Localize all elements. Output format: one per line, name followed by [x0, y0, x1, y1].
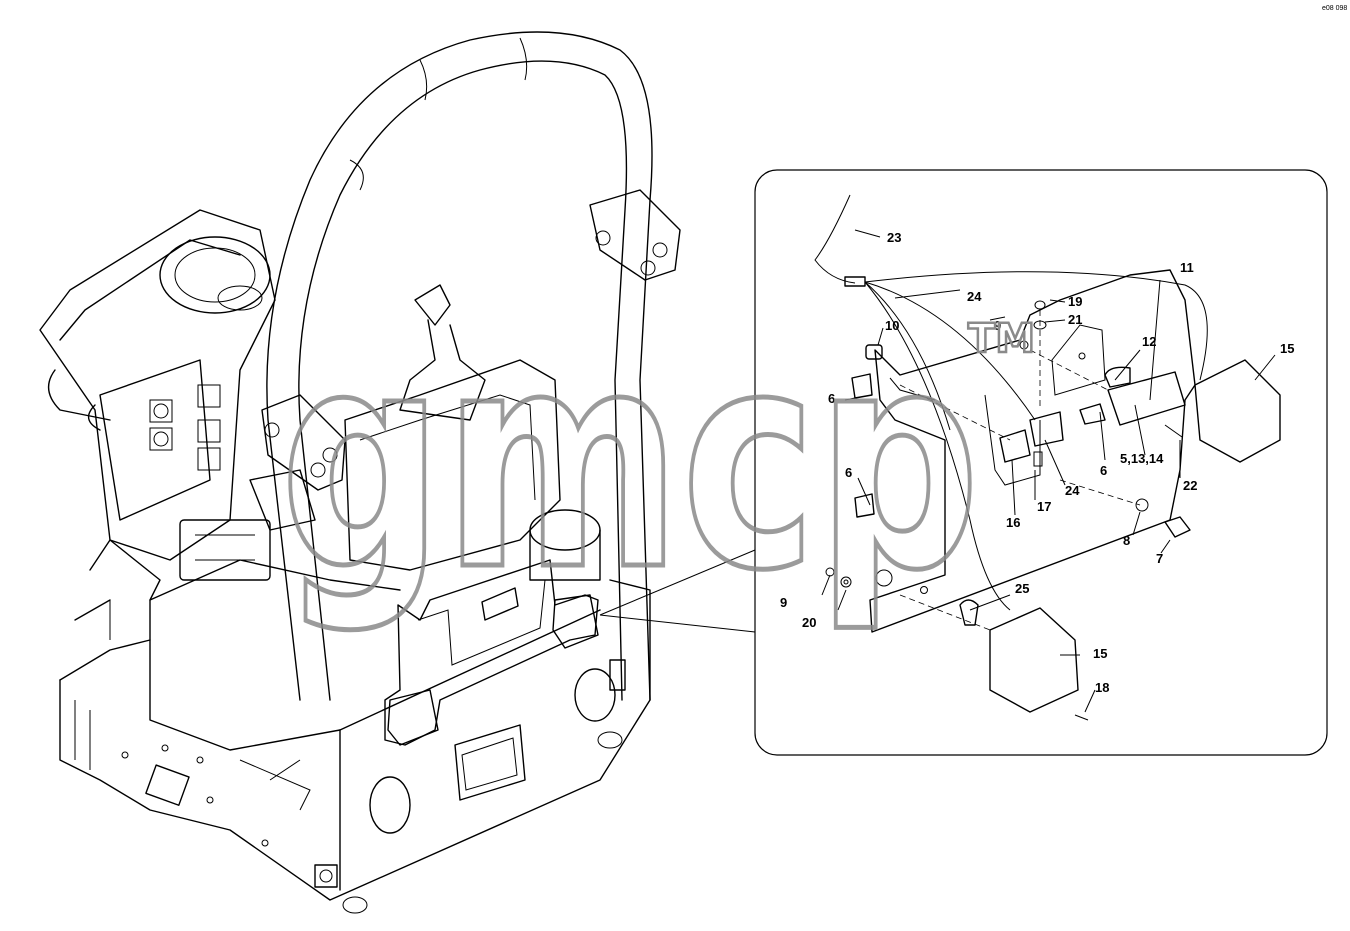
leader-line-lower — [599, 614, 756, 633]
callout-6-mid: 6 — [1100, 463, 1107, 478]
watermark: gmcp TM — [278, 285, 1037, 639]
lamp-panel-installed — [384, 559, 599, 746]
machine-body — [59, 539, 651, 914]
seat-assembly — [179, 284, 601, 581]
callout-11: 11 — [1180, 260, 1194, 275]
callout-25: 25 — [1015, 581, 1029, 596]
callout-23: 23 — [887, 230, 901, 245]
callout-21: 21 — [1068, 312, 1082, 327]
watermark-tm: TM — [968, 316, 1035, 362]
callout-16: 16 — [1006, 515, 1020, 530]
callout-5-13-14: 5,13,14 — [1120, 451, 1164, 466]
callout-6-lower: 6 — [845, 465, 852, 480]
corner-code: e08 098 — [1322, 5, 1347, 12]
callout-12: 12 — [1142, 334, 1156, 349]
callout-15-upper: 15 — [1280, 341, 1294, 356]
detail-exploded-view: 23 11 24 19 10 9 21 12 15 6 5,13,14 22 6… — [780, 194, 1294, 721]
callout-24-lower: 24 — [1065, 483, 1080, 498]
steering-console — [39, 209, 276, 561]
leader-line-upper — [599, 549, 756, 616]
callout-7: 7 — [1156, 551, 1163, 566]
callout-8: 8 — [1123, 533, 1130, 548]
callout-9-upper: 9 — [994, 318, 1001, 333]
watermark-text: gmcp — [280, 287, 980, 636]
callout-10: 10 — [885, 318, 899, 333]
machine-drawing — [39, 31, 681, 914]
detail-frame — [754, 169, 1328, 756]
callout-17: 17 — [1037, 499, 1051, 514]
callout-18: 18 — [1095, 680, 1109, 695]
roll-bar — [261, 31, 681, 701]
callout-15-lower: 15 — [1093, 646, 1107, 661]
callout-20: 20 — [802, 615, 816, 630]
callout-19: 19 — [1068, 294, 1082, 309]
callout-24-upper: 24 — [967, 289, 982, 304]
callout-9-lower: 9 — [780, 595, 787, 610]
callout-6-top: 6 — [828, 391, 835, 406]
callout-22: 22 — [1183, 478, 1197, 493]
